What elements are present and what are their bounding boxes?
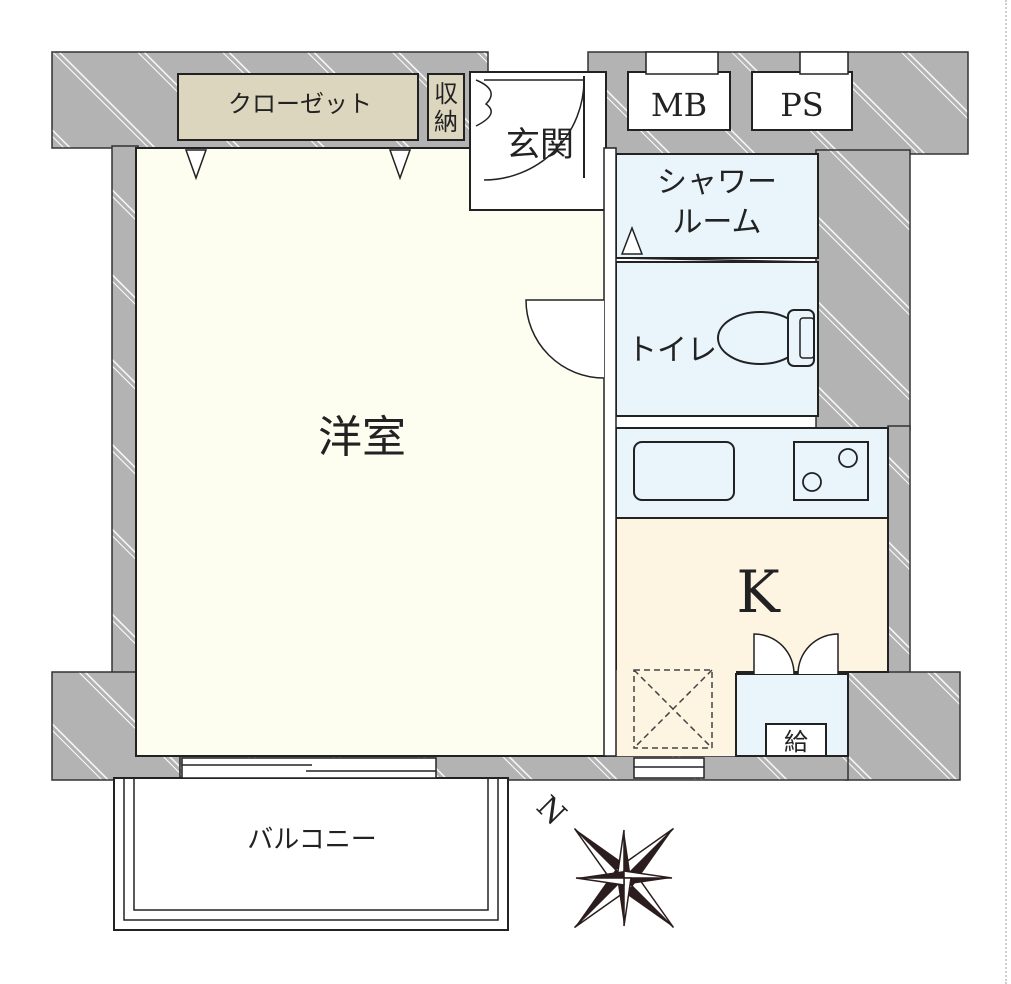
toilet-fixture (717, 309, 815, 367)
shower-room-label: シャワールーム (657, 165, 777, 240)
entrance-door (483, 76, 585, 181)
kitchen-label: K (736, 558, 781, 626)
closet-label: クローゼット (228, 90, 372, 118)
mb-label: MB (651, 86, 707, 124)
western-room-floor (135, 147, 607, 757)
fridge-space (633, 669, 713, 749)
storage-door (475, 79, 492, 127)
shower-door (620, 225, 644, 255)
stove (793, 441, 869, 501)
compass-rose: N (529, 789, 675, 929)
balcony (113, 777, 509, 931)
north-label: N (529, 789, 572, 832)
room-door (525, 299, 605, 379)
storage-area (427, 73, 465, 141)
page-edge (1005, 0, 1011, 984)
kitchen-floor (615, 517, 889, 673)
toilet-label: トイレ (627, 333, 717, 368)
kitchen-sink (633, 441, 735, 501)
balcony-label: バルコニー (247, 825, 376, 855)
closet-doors (184, 149, 412, 181)
western-room-label: 洋室 (318, 412, 406, 463)
storage-label: 収納 (434, 80, 458, 136)
water-supply-label: 給 (784, 728, 808, 756)
cabinet-doors (753, 633, 839, 675)
shower-room-area (615, 153, 819, 259)
closet-area (177, 73, 419, 141)
entrance-label: 玄関 (506, 125, 574, 165)
kitchen-window (633, 757, 705, 779)
balcony-window (181, 757, 437, 779)
ps-label: PS (780, 86, 823, 124)
